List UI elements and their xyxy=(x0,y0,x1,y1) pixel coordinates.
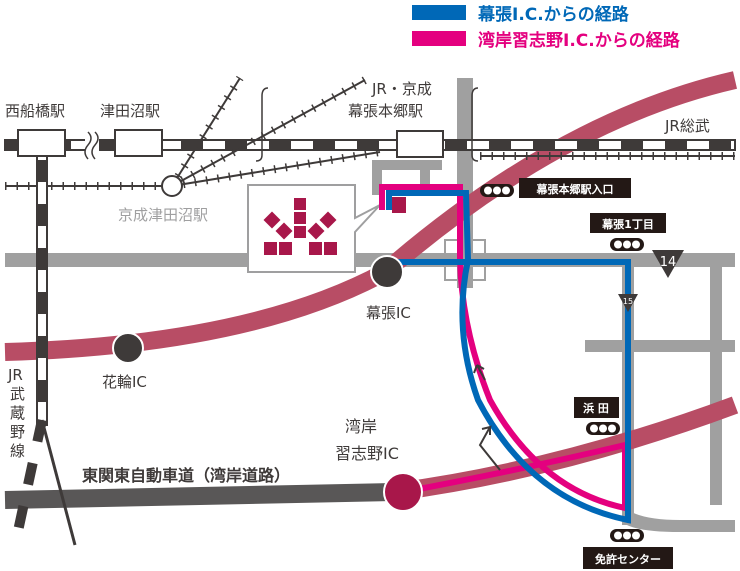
signal-license-center: 免許センター xyxy=(583,529,673,569)
label-wangan: 湾岸 xyxy=(345,417,377,436)
signal-hamada: 浜 田 xyxy=(574,397,620,435)
label-jr-keisei: JR・京成 xyxy=(371,80,432,98)
legend-blue-label: 幕張I.C.からの経路 xyxy=(477,4,630,25)
destination-logo xyxy=(263,198,337,255)
route-14-shield: 14 xyxy=(652,250,684,278)
jr-sobu-line xyxy=(4,130,736,160)
label-keisei-tsudanuma: 京成津田沼駅 xyxy=(118,206,208,224)
destination-marker xyxy=(392,197,406,213)
legend: 幕張I.C.からの経路 湾岸習志野I.C.からの経路 xyxy=(412,4,681,51)
svg-text:浜 田: 浜 田 xyxy=(583,401,609,415)
label-tsudanuma: 津田沼駅 xyxy=(100,102,160,120)
ramp-arrows xyxy=(473,364,501,471)
svg-text:野: 野 xyxy=(10,423,25,441)
svg-text:15: 15 xyxy=(623,297,633,306)
svg-text:武: 武 xyxy=(10,385,25,403)
signal-makuhari-1chome: 幕張1丁目 xyxy=(590,213,666,251)
svg-text:線: 線 xyxy=(10,442,25,460)
legend-blue-swatch xyxy=(412,5,466,20)
svg-text:JR: JR xyxy=(7,366,23,384)
label-makuhari-ic: 幕張IC xyxy=(366,304,411,322)
hanawa-ic xyxy=(112,332,144,364)
makuhari-hongo-station xyxy=(396,130,444,158)
route-15-shield: 15 xyxy=(618,294,638,312)
wangan-narashino-ic xyxy=(383,472,423,512)
label-jr-sobu: JR総武 xyxy=(664,117,710,135)
keisei-tsudanuma-station xyxy=(161,175,183,197)
keisei-lines xyxy=(5,75,381,190)
legend-pink-swatch xyxy=(412,31,466,46)
label-expressway: 東関東自動車道（湾岸道路） xyxy=(82,466,290,485)
tsudanuma-station xyxy=(114,129,163,157)
nishifunabashi-station xyxy=(17,129,66,157)
destination-callout xyxy=(247,184,381,273)
label-hanawa-ic: 花輪IC xyxy=(102,373,147,391)
svg-text:14: 14 xyxy=(660,255,677,270)
svg-text:幕張1丁目: 幕張1丁目 xyxy=(601,217,654,231)
label-makuhari-hongo: 幕張本郷駅 xyxy=(348,102,423,120)
expressway-west xyxy=(4,483,396,509)
svg-text:免許センター: 免許センター xyxy=(595,552,661,566)
expressway-east xyxy=(393,396,739,501)
signal-makuhari-hongo-entrance: 幕張本郷駅入口 xyxy=(480,178,631,198)
station-brackets xyxy=(255,87,479,162)
route-makuhari xyxy=(386,190,631,524)
label-jr-musashino: JR 武 蔵 野 線 xyxy=(7,366,25,460)
svg-text:幕張本郷駅入口: 幕張本郷駅入口 xyxy=(536,182,614,196)
svg-text:蔵: 蔵 xyxy=(10,404,25,422)
label-nishifunabashi: 西船橋駅 xyxy=(5,102,65,120)
label-narashino-ic: 習志野IC xyxy=(335,444,399,463)
makuhari-ic xyxy=(370,255,404,289)
legend-pink-label: 湾岸習志野I.C.からの経路 xyxy=(478,30,681,51)
jr-musashino-line xyxy=(10,154,77,547)
